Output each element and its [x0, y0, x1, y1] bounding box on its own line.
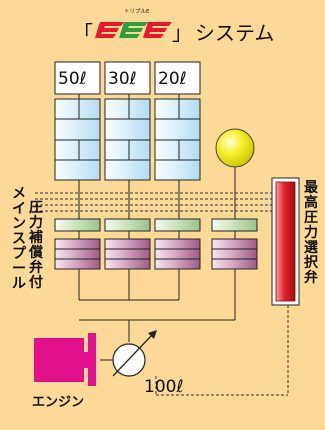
- compensation-valve: [154, 218, 201, 232]
- header-title: 「 トリプルE 」 システム: [73, 8, 274, 45]
- main-spool: [104, 238, 151, 270]
- capacity-box-20: 20ℓ: [154, 61, 201, 95]
- eee-logo: [95, 22, 172, 38]
- arrow-head-icon: [148, 330, 157, 339]
- capacity-label: 50ℓ: [58, 69, 87, 89]
- main-spool: [154, 238, 201, 270]
- pump-cylinder-50: [54, 98, 101, 181]
- compensation-valve: [54, 218, 101, 232]
- capacity-box-30: 30ℓ: [104, 61, 151, 95]
- pump-cylinder-30: [104, 98, 151, 181]
- capacity-label: 20ℓ: [158, 69, 187, 89]
- engine-block: エンジン: [32, 333, 96, 410]
- svg-text:高: 高: [304, 194, 318, 211]
- variable-pump: 100ℓ: [112, 330, 183, 397]
- svg-text:ス: ス: [12, 231, 26, 247]
- svg-text:圧: 圧: [29, 200, 43, 216]
- main-spool: [211, 238, 258, 270]
- pump-cylinders: [54, 98, 201, 181]
- svg-text:最: 最: [304, 179, 319, 196]
- svg-text:弁: 弁: [29, 259, 43, 276]
- logo-ruby: トリプルE: [124, 8, 150, 15]
- compensation-valve: [104, 218, 151, 232]
- compensation-valve: [211, 218, 258, 232]
- max-pressure-valve-label: 最 高 圧 力 選 択 弁: [304, 179, 319, 286]
- pilot-lines: [35, 192, 289, 396]
- main-spools: [54, 238, 258, 270]
- title-suffix: システム: [195, 21, 274, 45]
- close-bracket: 」: [172, 21, 192, 45]
- pump-capacity-boxes: 50ℓ 30ℓ 20ℓ: [54, 61, 201, 95]
- main-spool: [54, 238, 101, 270]
- svg-text:択: 択: [304, 254, 319, 271]
- capacity-label: 30ℓ: [108, 69, 137, 89]
- svg-text:イ: イ: [12, 201, 26, 217]
- svg-text:ン: ン: [12, 216, 26, 232]
- svg-text:償: 償: [28, 244, 44, 261]
- compensation-valve-label: 圧 力 補 償 弁 付: [28, 200, 44, 291]
- compensation-valves: [54, 218, 258, 232]
- svg-text:ー: ー: [12, 261, 26, 277]
- pump-cylinder-20: [154, 98, 201, 181]
- svg-text:力: 力: [29, 214, 43, 231]
- svg-text:選: 選: [304, 240, 318, 256]
- capacity-box-50: 50ℓ: [54, 61, 101, 95]
- open-bracket: 「: [73, 21, 93, 45]
- main-spool-label: メ イ ン ス プ ー ル: [12, 186, 27, 292]
- max-pressure-selector-valve: [271, 177, 300, 306]
- svg-text:力: 力: [304, 224, 318, 241]
- engine-label: エンジン: [32, 395, 84, 410]
- svg-text:圧: 圧: [304, 210, 318, 226]
- variable-pump-label: 100ℓ: [144, 377, 183, 397]
- svg-text:補: 補: [28, 229, 43, 246]
- svg-text:メ: メ: [12, 186, 26, 202]
- svg-text:弁: 弁: [304, 269, 318, 286]
- svg-text:付: 付: [29, 274, 43, 291]
- svg-text:ル: ル: [12, 276, 26, 292]
- accumulator-ball: [215, 128, 255, 168]
- svg-text:プ: プ: [12, 246, 27, 262]
